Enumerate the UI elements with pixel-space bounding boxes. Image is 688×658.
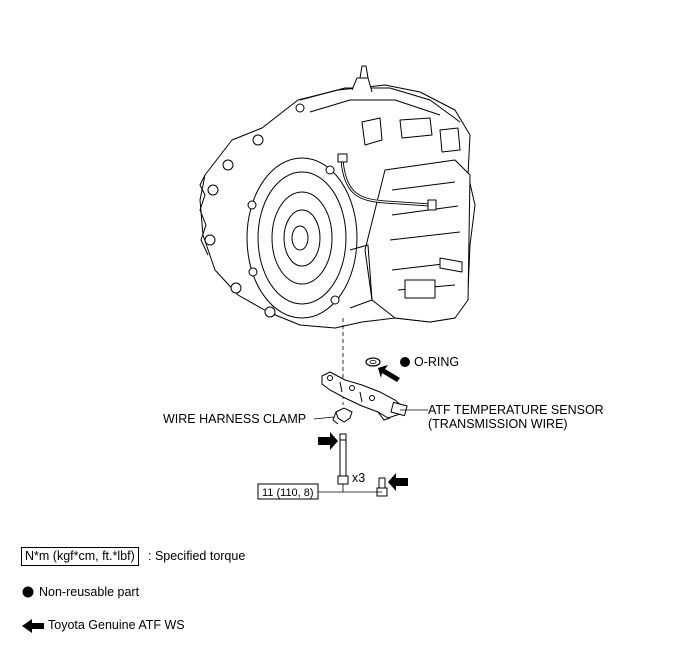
legend-non-reusable: Non-reusable part — [39, 585, 140, 599]
legend-atf-ws: Toyota Genuine ATF WS — [48, 618, 185, 632]
atf-sensor-label-line2: (TRANSMISSION WIRE) — [428, 417, 568, 431]
bold-arrow-icon — [378, 365, 400, 382]
bold-arrow-icon — [22, 619, 44, 633]
legend-torque-desc: : Specified torque — [148, 549, 246, 563]
long-bolt — [337, 433, 349, 485]
wire-harness-clamp-leader — [313, 416, 335, 420]
torque-value: 11 (110, 8) — [262, 487, 314, 499]
legend-torque-units-box: N*m (kgf*cm, ft.*lbf) — [21, 547, 139, 566]
o-ring-part — [365, 357, 381, 367]
wire-harness-clamp-label: WIRE HARNESS CLAMP — [163, 412, 306, 426]
torque-callout: 11 (110, 8) — [257, 483, 382, 500]
bold-arrow-icon — [318, 432, 338, 450]
atf-sensor-label-line1: ATF TEMPERATURE SENSOR — [428, 403, 604, 417]
filled-circle-icon — [400, 357, 410, 367]
filled-circle-icon — [22, 586, 34, 598]
bolt-count-label: x3 — [352, 471, 365, 485]
transmission-assembly — [199, 65, 476, 329]
wire-harness-clamp — [332, 407, 353, 425]
bold-arrow-icon — [388, 473, 408, 491]
atf-temperature-sensor — [321, 371, 408, 421]
o-ring-label: O-RING — [414, 355, 459, 369]
short-bolt — [376, 477, 388, 497]
